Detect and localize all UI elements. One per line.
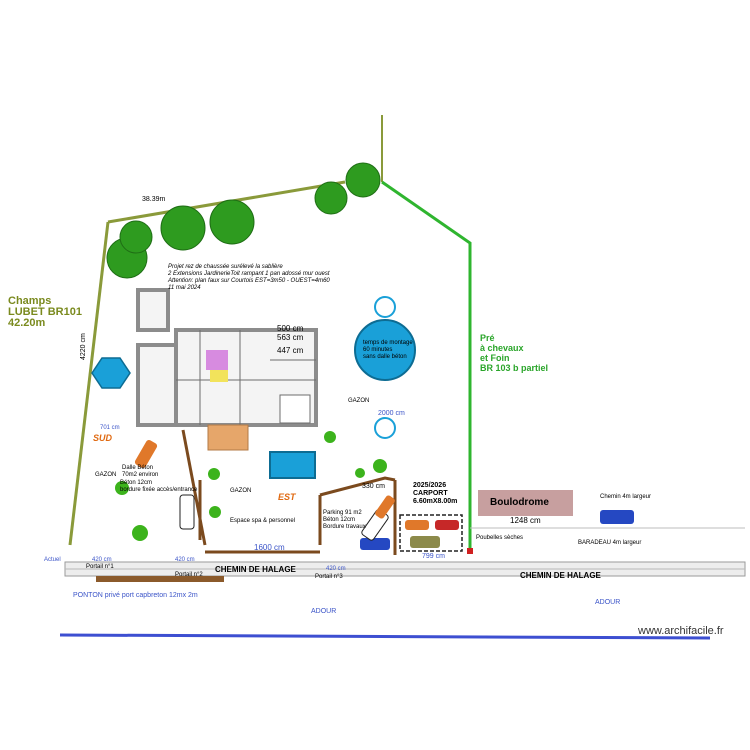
pool-round-text-2: 60 minutes	[363, 347, 393, 353]
dim-447: 447 cm	[277, 346, 304, 355]
pool-rectangular	[269, 451, 316, 479]
halage-label-2: CHEMIN DE HALAGE	[520, 571, 601, 580]
tree-group-north	[106, 162, 381, 279]
car-white-1	[179, 494, 195, 530]
beton-1: Dalle Béton	[122, 465, 154, 471]
parking-2: Béton 12cm	[323, 517, 356, 523]
carport	[399, 514, 463, 552]
car-orange-2	[134, 439, 158, 469]
house-footprint	[136, 288, 318, 427]
label-sud: SUD	[93, 433, 113, 443]
hot-tub-hexagon	[91, 357, 131, 389]
west-boundary-line	[68, 221, 110, 546]
champs-ref: LUBET BR101	[8, 306, 82, 318]
pool-round-text-1: temps de montage	[363, 340, 413, 346]
pre-line-4: BR 103 b partiel	[480, 363, 549, 373]
tree-6	[345, 162, 381, 198]
east-boundary-line	[381, 180, 472, 548]
fence-parking-north	[319, 476, 396, 497]
car-group	[134, 439, 634, 550]
tree-3	[160, 205, 206, 251]
actuel-label: Actuel	[44, 557, 61, 563]
pool-round-text-3: sans dalle béton	[363, 354, 407, 360]
adour-label-1: ADOUR	[311, 608, 337, 615]
top-length: 38.39m	[142, 196, 166, 203]
beton-2b: bordure fixée accès/entrance	[120, 487, 198, 493]
portail-3: Portail n°3	[315, 574, 343, 580]
dim-500: 500 cm	[277, 324, 304, 333]
dim-563: 563 cm	[277, 333, 304, 342]
ponton-dock	[96, 576, 224, 582]
project-note-1: Projet rez de chaussée surélevé la sabli…	[168, 264, 283, 270]
project-note-3: Attention: plan faux sur Courtois EST=3m…	[168, 278, 330, 284]
dim-1600: 1600 cm	[254, 543, 285, 552]
dim-2000: 2000 cm	[378, 410, 405, 417]
terrace-deck	[207, 424, 249, 451]
car-blue-2	[600, 510, 634, 524]
boulodrome-area	[478, 490, 573, 516]
dim-420-a: 420 cm	[92, 557, 112, 563]
champs-title: Champs	[8, 295, 52, 307]
gazon-1: GAZON	[95, 472, 117, 478]
dim-420-c: 420 cm	[326, 566, 346, 572]
gazon-2: GAZON	[230, 488, 252, 494]
carport-title: CARPORT	[413, 490, 448, 497]
house-interior	[176, 330, 316, 425]
project-note-2: 2 Extensions JardinerieToit rampant 1 pa…	[168, 271, 330, 277]
room-yellow	[210, 370, 228, 382]
carport-size: 6.60mX8.00m	[413, 498, 458, 505]
dim-420-b: 420 cm	[175, 557, 195, 563]
tree-2	[119, 220, 153, 254]
chemin-4m: Chemin 4m largeur	[600, 494, 652, 500]
room-magenta	[206, 350, 228, 370]
poubelles-label: Poubelles sèches	[476, 535, 524, 541]
champs-length: 42.20m	[8, 317, 46, 329]
deco-circle-1	[374, 296, 396, 318]
beton-2: Béton 12cm	[120, 480, 153, 486]
car-orange-1	[405, 520, 429, 530]
parking-3: Bordure travaux	[323, 524, 366, 530]
carport-year: 2025/2026	[413, 482, 447, 489]
watermark[interactable]: www.archifacile.fr	[638, 625, 724, 637]
portail-1: Portail n°1	[86, 564, 114, 570]
car-olive-1	[410, 536, 440, 548]
car-blue-1	[360, 538, 390, 550]
dim-701: 701 cm	[100, 425, 120, 431]
label-est: EST	[278, 492, 296, 502]
deco-circle-2	[374, 417, 396, 439]
car-red-1	[435, 520, 459, 530]
espace-spa: Espace spa & personnel	[230, 518, 296, 524]
adour-label-2: ADOUR	[595, 599, 621, 606]
dim-799: 799 cm	[422, 553, 445, 560]
house-north-annex	[136, 288, 170, 332]
beton-1b: 70m2 environ	[122, 472, 159, 478]
pre-line-1: Pré	[480, 333, 495, 343]
pre-line-2: à chevaux	[480, 343, 524, 353]
poubelles-marker	[467, 548, 473, 554]
pool-round	[354, 319, 416, 381]
tree-4	[209, 199, 255, 245]
parking-1: Parking 91 m2	[323, 510, 362, 516]
baradeau-label: BARADEAU 4m largeur	[578, 540, 642, 546]
shrub-group	[115, 431, 387, 541]
pre-line-3: et Foin	[480, 353, 510, 363]
gazon-3: GAZON	[348, 398, 370, 404]
ponton-label: PONTON privé port capbreton 12mx 2m	[73, 592, 198, 599]
boulodrome-label: Boulodrome	[490, 497, 549, 508]
tree-5	[314, 181, 348, 215]
dim-1248: 1248 cm	[510, 516, 541, 525]
fence-lines	[181, 429, 397, 555]
portail-2: Portail n°2	[175, 572, 203, 578]
adour-river-line	[59, 633, 711, 640]
halage-label-1: CHEMIN DE HALAGE	[215, 565, 296, 574]
car-orange-3	[375, 495, 395, 519]
left-length: 4220 cm	[80, 333, 87, 360]
project-note-4: 11 mai 2024	[168, 285, 201, 291]
house-west-wing	[136, 343, 178, 427]
dim-330: 330 cm	[362, 483, 385, 490]
